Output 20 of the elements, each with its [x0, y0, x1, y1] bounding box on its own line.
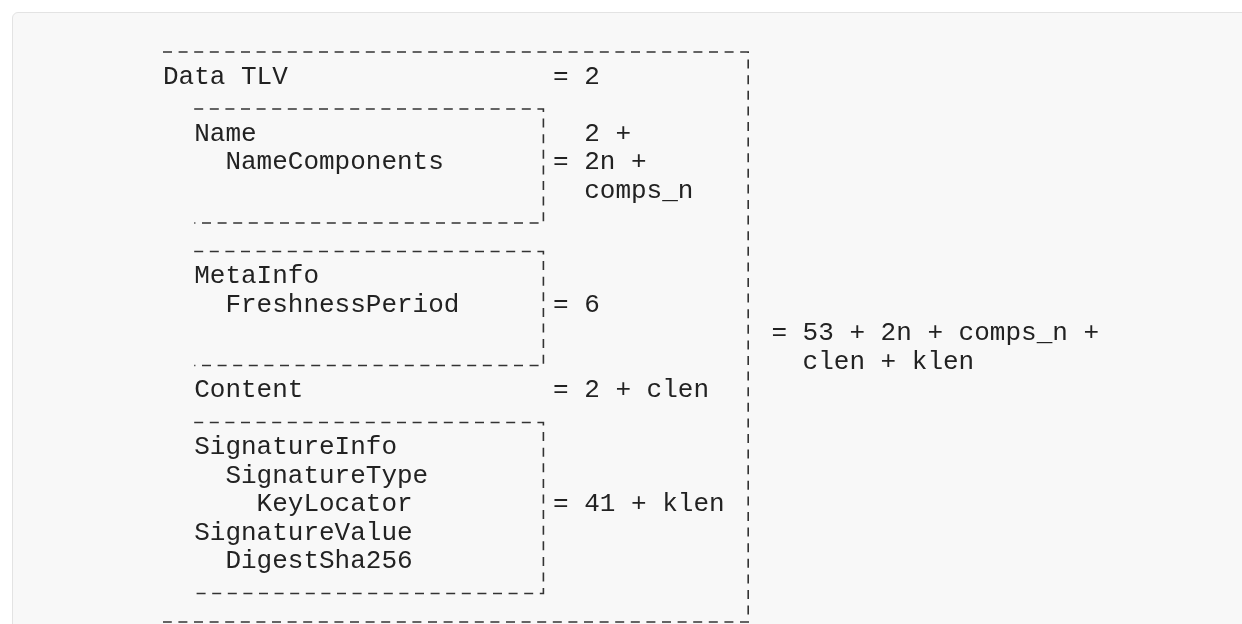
- length-formula: = 2n +: [553, 148, 647, 176]
- field-name: FreshnessPeriod: [225, 290, 460, 319]
- field-name: SignatureInfo: [194, 433, 398, 461]
- length-formula: = 2: [553, 62, 600, 91]
- field-name: SignatureType: [225, 461, 429, 490]
- length-formula: = 41 + klen: [553, 490, 725, 518]
- field-name: NameComponents: [225, 148, 444, 176]
- field-name: DigestSha256: [225, 547, 413, 575]
- length-formula: = 53 + 2n + comps_n +: [771, 319, 1100, 347]
- field-name: Name: [194, 119, 257, 148]
- field-name: KeyLocator: [256, 490, 413, 518]
- field-name: SignatureValue: [194, 518, 413, 547]
- length-formula: comps_n: [584, 176, 694, 205]
- length-formula: clen + klen: [802, 347, 975, 376]
- length-formula: = 6: [553, 290, 600, 319]
- length-formula: = 2 + clen: [553, 376, 710, 404]
- field-name: MetaInfo: [194, 262, 319, 290]
- field-name: Content: [194, 376, 304, 404]
- length-formula: 2 +: [584, 119, 631, 148]
- field-name: Data TLV: [163, 62, 288, 91]
